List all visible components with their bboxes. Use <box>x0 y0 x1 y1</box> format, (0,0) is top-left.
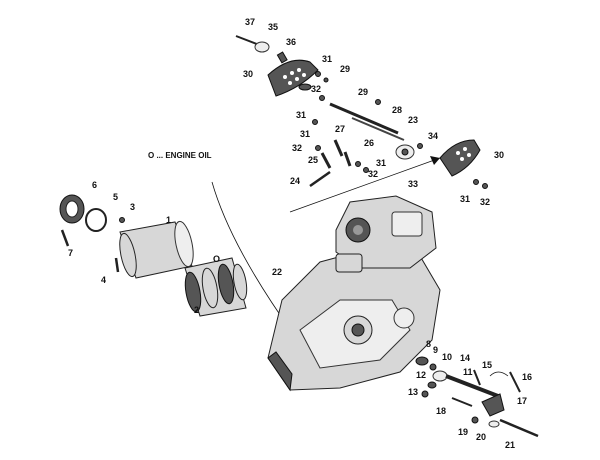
callout-24: 24 <box>290 176 300 186</box>
callout-oil: O <box>213 254 220 264</box>
nut-31d <box>355 161 361 167</box>
callout-32: 32 <box>368 169 378 179</box>
callout-7: 7 <box>68 248 73 258</box>
callout-14: 14 <box>460 353 470 363</box>
seal-9 <box>429 363 437 371</box>
callout-31: 31 <box>322 54 332 64</box>
adjuster-26 <box>343 151 352 167</box>
callout-27: 27 <box>335 124 345 134</box>
washer-19 <box>471 416 479 424</box>
callout-31: 31 <box>300 129 310 139</box>
callout-26: 26 <box>364 138 374 148</box>
gear-10 <box>432 370 448 382</box>
callout-33: 33 <box>408 179 418 189</box>
callout-20: 20 <box>476 432 486 442</box>
spring-15 <box>489 371 509 377</box>
adjuster-27 <box>333 139 344 157</box>
callout-25: 25 <box>308 155 318 165</box>
washer-12 <box>427 381 437 389</box>
bolt-21 <box>499 418 539 438</box>
nut-31 <box>315 71 321 77</box>
callout-10: 10 <box>442 352 452 362</box>
callout-31: 31 <box>296 110 306 120</box>
callout-1: 1 <box>166 215 171 225</box>
washer-35 <box>254 41 270 53</box>
washer-32d <box>482 183 488 189</box>
bolt-24 <box>309 170 331 188</box>
engine-block <box>267 195 441 392</box>
clip-13 <box>421 390 429 398</box>
callout-30: 30 <box>243 69 253 79</box>
lever-17 <box>481 393 505 417</box>
rocker-arm-assembly <box>235 35 488 189</box>
nut-31b <box>312 119 318 125</box>
o-ring-5 <box>85 208 107 232</box>
washer-32c <box>363 167 369 173</box>
callout-31: 31 <box>460 194 470 204</box>
callout-23: 23 <box>408 115 418 125</box>
rocker-shaft-28 <box>329 102 399 135</box>
shaft-23 <box>351 117 405 141</box>
callout-35: 35 <box>268 22 278 32</box>
callout-16: 16 <box>522 372 532 382</box>
pin-3 <box>119 217 125 223</box>
callout-6: 6 <box>92 180 97 190</box>
callout-11: 11 <box>463 367 473 377</box>
callout-36: 36 <box>286 37 296 47</box>
callout-3: 3 <box>130 202 135 212</box>
shaft-11 <box>445 374 499 398</box>
callout-8: 8 <box>426 339 431 349</box>
rocker-arm-30-upper <box>267 59 319 97</box>
oil-arrow <box>211 181 293 333</box>
bolt-7 <box>60 229 70 247</box>
cylinder-sleeve-group <box>59 194 248 317</box>
callout-21: 21 <box>505 440 515 450</box>
callout-28: 28 <box>392 105 402 115</box>
crankshaft-2 <box>184 257 248 317</box>
callout-13: 13 <box>408 387 418 397</box>
callout-19: 19 <box>458 427 468 437</box>
spring-36 <box>276 51 288 64</box>
callout-37: 37 <box>245 17 255 27</box>
callout-18: 18 <box>436 406 446 416</box>
pin-18 <box>451 397 473 407</box>
bolt-16 <box>509 371 521 393</box>
shift-linkage-group <box>415 356 539 438</box>
washer-29b <box>375 99 381 105</box>
cylinder-sleeve-1 <box>119 220 194 279</box>
callout-15: 15 <box>482 360 492 370</box>
adjuster-25 <box>320 152 332 169</box>
washer-8 <box>415 356 429 366</box>
nut-31c <box>315 145 321 151</box>
callout-30: 30 <box>494 150 504 160</box>
pin-34 <box>417 143 423 149</box>
callout-17: 17 <box>517 396 527 406</box>
callout-22: 22 <box>272 267 282 277</box>
callout-2: 2 <box>194 305 199 315</box>
callout-34: 34 <box>428 131 438 141</box>
callout-12: 12 <box>416 370 426 380</box>
washer-32 <box>319 95 325 101</box>
callout-9: 9 <box>433 345 438 355</box>
rocker-arm-30-lower <box>439 139 481 177</box>
nut-31e <box>473 179 479 185</box>
washer-20 <box>488 420 500 428</box>
pin-14 <box>473 369 481 386</box>
callout-32: 32 <box>311 84 321 94</box>
callout-32: 32 <box>292 143 302 153</box>
callout-32: 32 <box>480 197 490 207</box>
engine-oil-legend: O ... ENGINE OIL <box>148 151 212 160</box>
assembly-arrow <box>289 157 441 213</box>
callout-4: 4 <box>101 275 106 285</box>
bolt-4 <box>114 257 120 273</box>
callout-5: 5 <box>113 192 118 202</box>
callout-29: 29 <box>340 64 350 74</box>
washer-29 <box>323 77 329 83</box>
callout-29: 29 <box>358 87 368 97</box>
callouts: 37 35 36 31 29 30 32 31 29 28 23 27 31 3… <box>68 17 532 450</box>
callout-31: 31 <box>376 158 386 168</box>
